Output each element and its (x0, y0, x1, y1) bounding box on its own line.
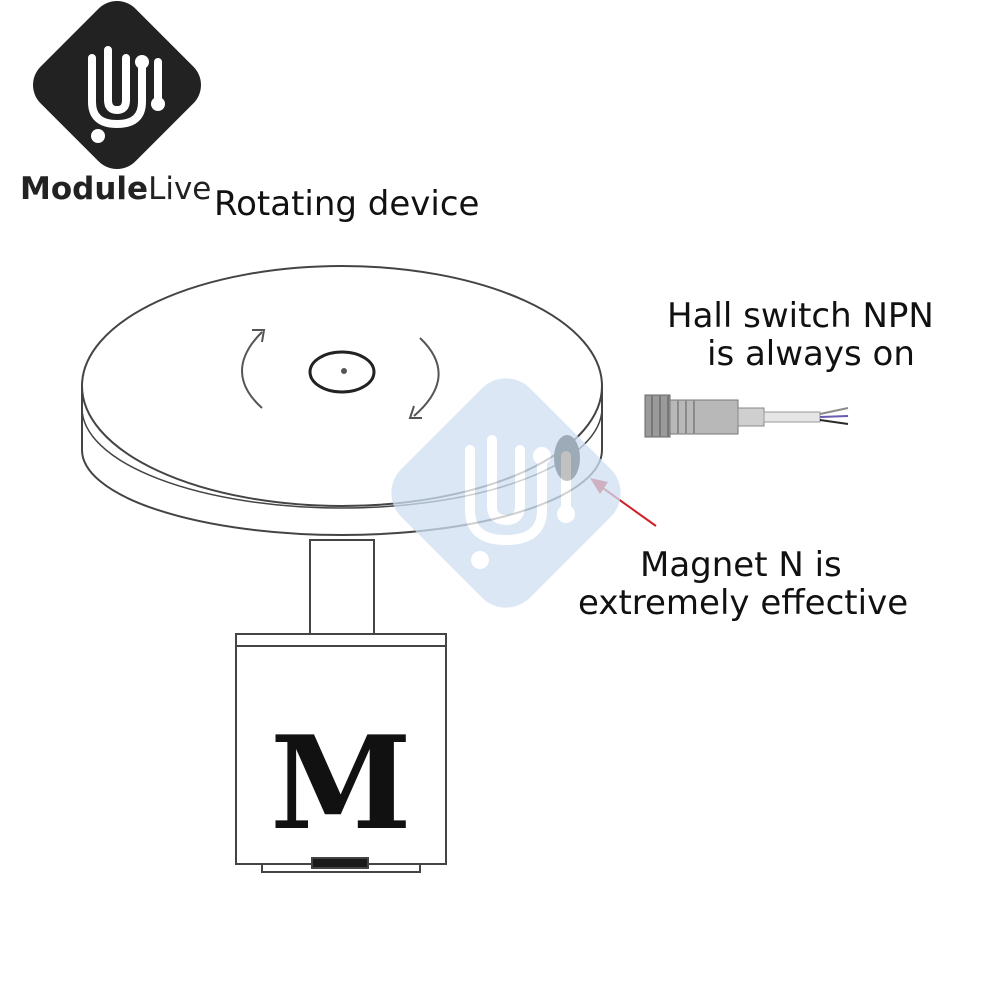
hall-sensor-icon (644, 394, 849, 438)
hall-switch-label-line1: Hall switch NPN (667, 296, 934, 336)
motor-label: M (270, 709, 412, 859)
disc-center-hub (308, 350, 376, 394)
magnet-label-line2: extremely effective (578, 583, 908, 623)
rotation-arrows-icon (241, 329, 440, 419)
brand-logo (33, 1, 201, 169)
hall-switch-label-line2: is always on (707, 334, 915, 374)
brand-logo-mark (88, 46, 162, 129)
brand-name: ModuleLive (20, 171, 211, 207)
motor-body (235, 633, 447, 873)
rotating-device-label: Rotating device (214, 184, 479, 224)
watermark-logo (391, 378, 621, 608)
magnet-label-line1: Magnet N is (640, 545, 842, 585)
motor-shaft (309, 539, 375, 637)
